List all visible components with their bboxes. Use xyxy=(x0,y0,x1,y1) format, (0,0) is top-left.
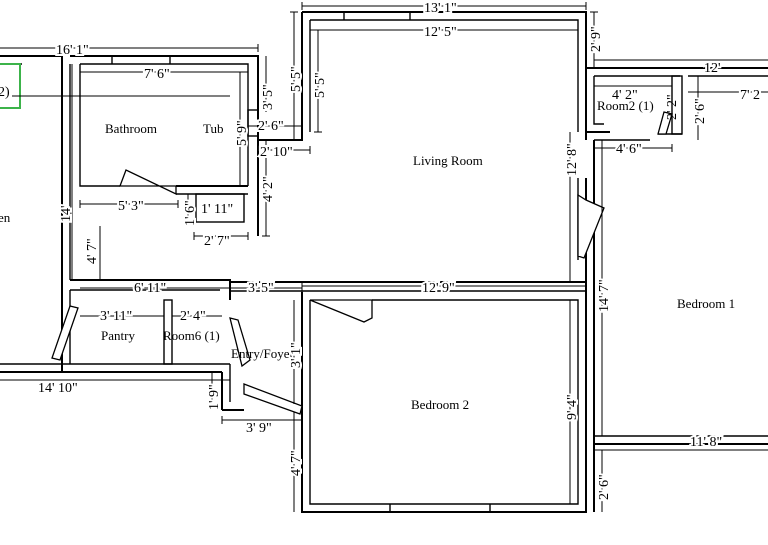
dim-top-overall: 13' 1" xyxy=(424,1,457,16)
dim-v-14-7: 14' 7" xyxy=(597,279,612,312)
dim-h-2-6: 2' 6" xyxy=(258,119,284,134)
dim-closet: 1' 11" xyxy=(201,202,233,217)
living-door xyxy=(577,193,605,259)
bedroom2-door xyxy=(309,299,373,323)
dim-v-5-5-outer: 5' 5" xyxy=(289,66,304,92)
dim-h-4-6: 4' 6" xyxy=(616,142,642,157)
dim-v-3-1: 3' 1" xyxy=(289,342,304,368)
left-edge-dim: 2) xyxy=(0,85,10,100)
dim-v-1-9: 1' 9" xyxy=(207,384,222,410)
dim-v-4-2: 4' 2" xyxy=(261,176,276,202)
dim-h-2-10: 2' 10" xyxy=(260,145,293,160)
dim-bottom-left: 14' 10" xyxy=(38,381,78,396)
walls xyxy=(0,11,768,513)
room6-door xyxy=(229,317,251,368)
dim-bath-top: 7' 6" xyxy=(144,67,170,82)
corridor-walls xyxy=(0,55,71,280)
dim-h-5-3: 5' 3" xyxy=(118,199,144,214)
room2-door xyxy=(657,111,673,135)
entry-door xyxy=(243,383,303,415)
dim-v-9-4: 9' 4" xyxy=(565,394,580,420)
label-kitchen-partial: en xyxy=(0,210,11,225)
selected-element-marker: 2) xyxy=(0,63,230,109)
pantry-door xyxy=(51,305,79,361)
bedroom2-walls xyxy=(301,292,587,513)
dim-living-bottom: 12' 9" xyxy=(422,281,455,296)
pantry-walls xyxy=(61,279,231,372)
label-room2: Room2 (1) xyxy=(597,98,654,113)
dim-h-2-7: 2' 7" xyxy=(204,234,230,249)
label-tub: Tub xyxy=(203,121,223,136)
dim-v-12-8: 12' 8" xyxy=(565,143,580,176)
dim-h-6-11: 6' 11" xyxy=(134,281,166,296)
dim-h-4-2: 4' 2" xyxy=(612,88,638,103)
dim-v-4-7-upper: 4' 7" xyxy=(85,238,100,264)
label-bathroom: Bathroom xyxy=(105,121,157,136)
dim-v-5-5-inner: 5' 5" xyxy=(313,72,328,98)
dim-room6-width: 2' 4" xyxy=(180,309,206,324)
label-pantry: Pantry xyxy=(101,328,135,343)
dim-v-14: 14' xyxy=(59,205,74,222)
dim-h-11-8: 11' 8" xyxy=(690,435,722,450)
dim-h-3-5: 3' 5" xyxy=(248,281,274,296)
dim-h-3-9: 3' 9" xyxy=(246,421,272,436)
bedroom1-walls xyxy=(585,67,768,512)
dim-v-1-6: 1' 6" xyxy=(183,200,198,226)
dim-h-7-2: 7' 2 xyxy=(740,88,760,103)
closet-walls xyxy=(195,193,245,223)
dim-v-2-6-right: 2' 6" xyxy=(693,98,708,124)
label-bedroom-2: Bedroom 2 xyxy=(411,397,469,412)
bathroom-door xyxy=(119,169,177,196)
dim-v-2-2: 2' 2" xyxy=(665,94,680,120)
dim-v-2-6-bottom: 2' 6" xyxy=(597,474,612,500)
dim-left-top: 16' 1" xyxy=(56,43,89,58)
dim-v-3-5: 3' 5" xyxy=(261,84,276,110)
label-entry-foyer: Entry/Foyer xyxy=(231,346,294,361)
dim-living-top: 12' 5" xyxy=(424,25,457,40)
room-labels: Bathroom Tub en Pantry Room6 (1) Entry/F… xyxy=(0,98,735,412)
dim-h-12: 12' xyxy=(704,61,721,76)
doors xyxy=(51,111,673,415)
label-bedroom-1: Bedroom 1 xyxy=(677,296,735,311)
label-room6: Room6 (1) xyxy=(163,328,220,343)
dimension-labels: 13' 1" 12' 5" 16' 1" 7' 6" 5' 5" 5' 5" 3… xyxy=(36,0,762,502)
label-living-room: Living Room xyxy=(413,153,483,168)
dim-v-4-7-lower: 4' 7" xyxy=(289,450,304,476)
dimension-lines xyxy=(0,2,768,512)
dim-v-2-9: 2' 9" xyxy=(589,26,604,52)
dim-v-5-9: 5' 9" xyxy=(235,120,250,146)
dim-pantry-width: 3' 11" xyxy=(100,309,132,324)
